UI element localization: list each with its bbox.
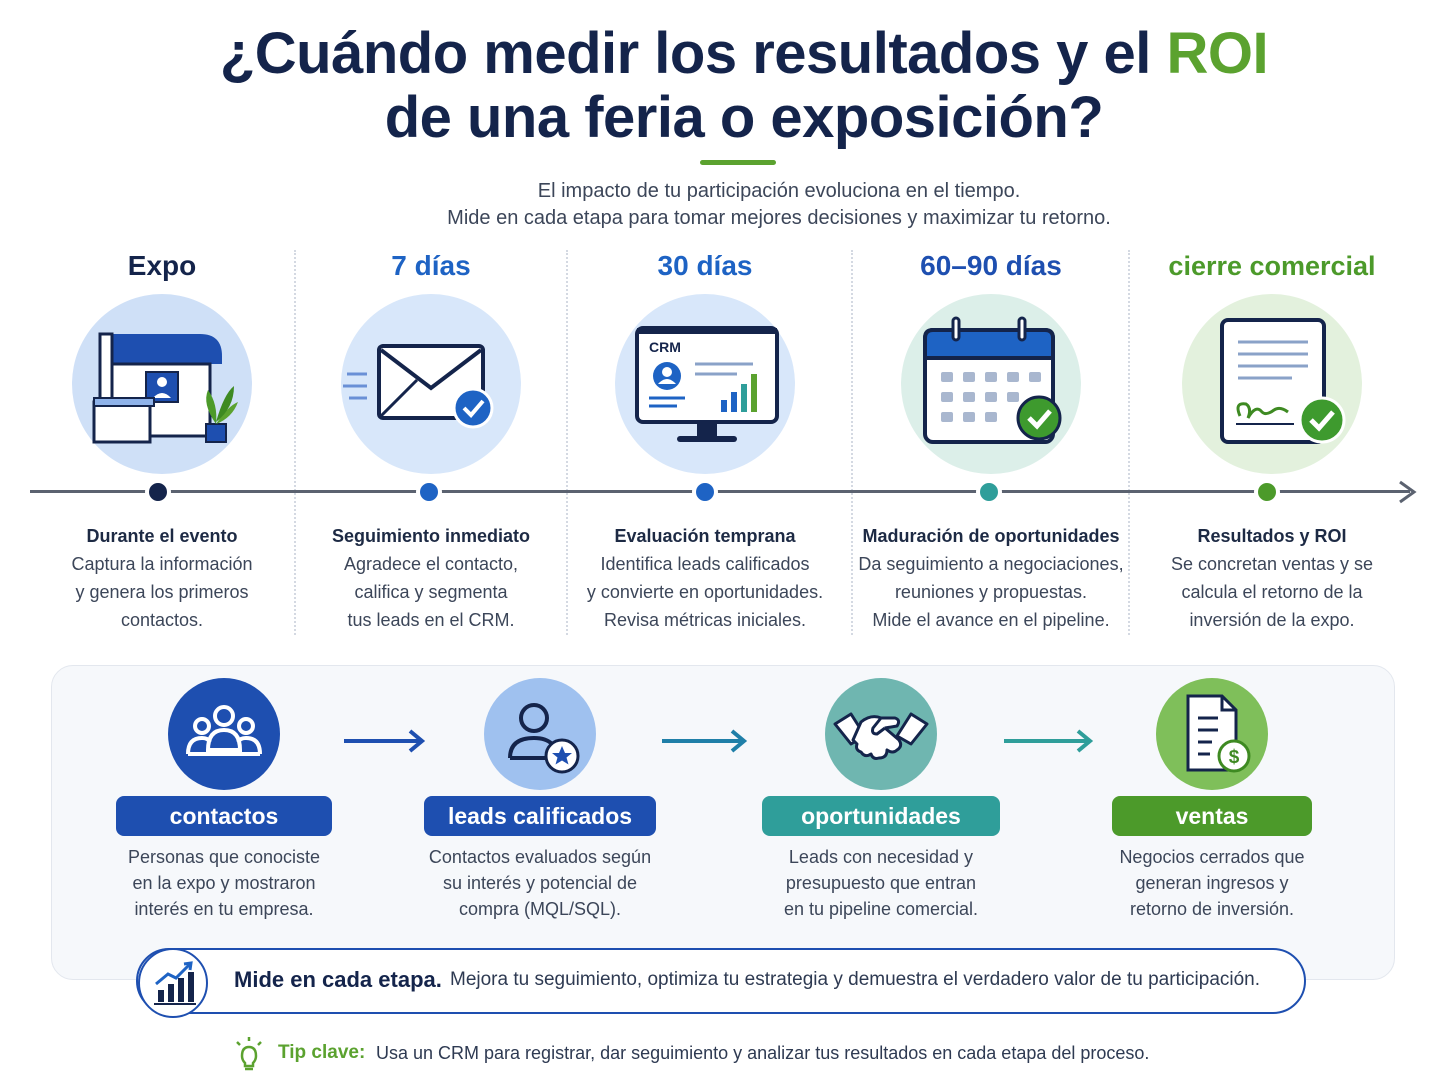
- title-underline: [700, 160, 776, 165]
- arrow-right-icon: [1004, 729, 1094, 753]
- expo-booth-icon: [72, 294, 252, 474]
- svg-text:$: $: [1229, 747, 1240, 768]
- funnel-desc-line: retorno de inversión.: [1129, 899, 1295, 919]
- subtitle-line1: El impacto de tu participación evolucion…: [537, 180, 1021, 202]
- stage-cierre-comercial: cierre comercial Resultados y ROI Se con…: [1132, 246, 1412, 630]
- stage-text-block: Seguimiento inmediato Agradece el contac…: [296, 522, 566, 634]
- stage-30-dias: 30 días CRM Evaluación temprana Identifi…: [570, 246, 840, 630]
- funnel-desc: Personas que conociste en la expo y most…: [112, 844, 336, 922]
- stage-divider: [566, 250, 568, 635]
- stage-desc-line: Revisa métricas iniciales.: [603, 610, 807, 630]
- funnel-desc-line: Leads con necesidad y: [788, 847, 974, 867]
- funnel-desc-line: interés en tu empresa.: [134, 899, 314, 919]
- stage-desc-line: Captura la información: [71, 554, 253, 574]
- stage-label: 30 días: [657, 250, 753, 281]
- funnel-pill: contactos: [116, 796, 332, 836]
- stage-desc-line: Mide el avance en el pipeline.: [872, 610, 1110, 630]
- stage-label: 60–90 días: [920, 250, 1062, 281]
- funnel-desc-line: presupuesto que entran: [785, 873, 977, 893]
- stage-heading: Resultados y ROI: [1197, 526, 1347, 546]
- timeline-dot: [692, 479, 718, 505]
- timeline-line: [30, 490, 1410, 493]
- funnel-desc-line: generan ingresos y: [1135, 873, 1289, 893]
- timeline-dot: [1254, 479, 1280, 505]
- stage-heading: Seguimiento inmediato: [331, 526, 531, 546]
- crm-monitor-icon: CRM: [615, 294, 795, 474]
- stage-heading: Evaluación temprana: [614, 526, 796, 546]
- stage-heading: Durante el evento: [86, 526, 238, 546]
- title-roi-highlight: ROI: [1166, 21, 1269, 86]
- funnel-desc-line: Contactos evaluados según: [428, 847, 652, 867]
- crm-label: CRM: [649, 339, 681, 355]
- stage-desc-line: Da seguimiento a negociaciones,: [858, 554, 1124, 574]
- page-title-line2: de una feria o exposición?: [384, 85, 1104, 150]
- tip-text: Usa un CRM para registrar, dar seguimien…: [376, 1043, 1150, 1063]
- stage-label: 7 días: [391, 250, 471, 281]
- banner-text: Mejora tu seguimiento, optimiza tu estra…: [450, 969, 1261, 990]
- people-group-icon: [168, 678, 280, 790]
- funnel-desc: Negocios cerrados que generan ingresos y…: [1108, 844, 1316, 922]
- stage-desc-line: Se concretan ventas y se: [1170, 554, 1374, 574]
- subtitle-line2: Mide en cada etapa para tomar mejores de…: [447, 207, 1111, 229]
- stage-text-block: Evaluación temprana Identifica leads cal…: [570, 522, 840, 634]
- stage-desc-line: calcula el retorno de la: [1181, 582, 1363, 602]
- stage-divider: [1128, 250, 1130, 635]
- funnel-pill: leads calificados: [424, 796, 656, 836]
- banner-heading: Mide en cada etapa.: [234, 967, 442, 992]
- funnel-desc-line: compra (MQL/SQL).: [458, 899, 622, 919]
- envelope-check-icon: [341, 294, 521, 474]
- stage-divider: [851, 250, 853, 635]
- calendar-check-icon: [901, 294, 1081, 474]
- measure-banner: Mide en cada etapa. Mejora tu seguimient…: [136, 948, 1306, 1018]
- stage-desc-line: tus leads en el CRM.: [347, 610, 515, 630]
- timeline-dot: [976, 479, 1002, 505]
- stage-desc-line: contactos.: [120, 610, 204, 630]
- stage-desc-line: Identifica leads calificados: [600, 554, 810, 574]
- stage-7-dias: 7 días Seguimiento inmediato Agradece el…: [296, 246, 566, 630]
- funnel-pill: ventas: [1112, 796, 1312, 836]
- timeline-arrowhead-icon: [1399, 480, 1417, 504]
- stage-label: cierre comercial: [1168, 251, 1376, 281]
- stage-text-block: Maduración de oportunidades Da seguimien…: [856, 522, 1126, 634]
- stage-divider: [294, 250, 296, 635]
- handshake-icon: [825, 678, 937, 790]
- tip-label: Tip clave:: [278, 1042, 366, 1063]
- funnel-pill: oportunidades: [762, 796, 1000, 836]
- funnel-desc-line: su interés y potencial de: [442, 873, 638, 893]
- user-star-icon: [484, 678, 596, 790]
- stage-desc-line: reuniones y propuestas.: [894, 582, 1088, 602]
- funnel-desc-line: en tu pipeline comercial.: [783, 899, 979, 919]
- stage-desc-line: califica y segmenta: [354, 582, 508, 602]
- stage-heading: Maduración de oportunidades: [862, 526, 1120, 546]
- stage-text-block: Durante el evento Captura la información…: [27, 522, 297, 634]
- stage-desc-line: y convierte en oportunidades.: [586, 582, 824, 602]
- funnel-desc-line: Negocios cerrados que: [1119, 847, 1305, 867]
- stage-text-block: Resultados y ROI Se concretan ventas y s…: [1132, 522, 1412, 634]
- signed-document-icon: [1182, 294, 1362, 474]
- timeline-dot: [416, 479, 442, 505]
- page-title-line1: ¿Cuándo medir los resultados y el ROI: [0, 22, 1448, 86]
- stage-expo: Expo Durante el evento Captura la inform…: [27, 246, 297, 630]
- stage-desc-line: y genera los primeros: [75, 582, 249, 602]
- stage-label: Expo: [127, 250, 197, 281]
- funnel-desc-line: en la expo y mostraron: [132, 873, 316, 893]
- title-text: ¿Cuándo medir los resultados y el: [219, 21, 1152, 86]
- arrow-right-icon: [344, 729, 426, 753]
- growth-chart-icon: [138, 948, 208, 1018]
- funnel-desc: Contactos evaluados según su interés y p…: [422, 844, 658, 922]
- stage-desc-line: Agradece el contacto,: [343, 554, 519, 574]
- timeline-dot: [145, 479, 171, 505]
- stage-desc-line: inversión de la expo.: [1189, 610, 1355, 630]
- invoice-dollar-icon: $: [1156, 678, 1268, 790]
- funnel-desc: Leads con necesidad y presupuesto que en…: [760, 844, 1002, 922]
- lightbulb-icon: [236, 1037, 262, 1071]
- arrow-right-icon: [662, 729, 748, 753]
- funnel-desc-line: Personas que conociste: [127, 847, 321, 867]
- stage-60-90-dias: 60–90 días Maduración de oportunidades D…: [856, 246, 1126, 630]
